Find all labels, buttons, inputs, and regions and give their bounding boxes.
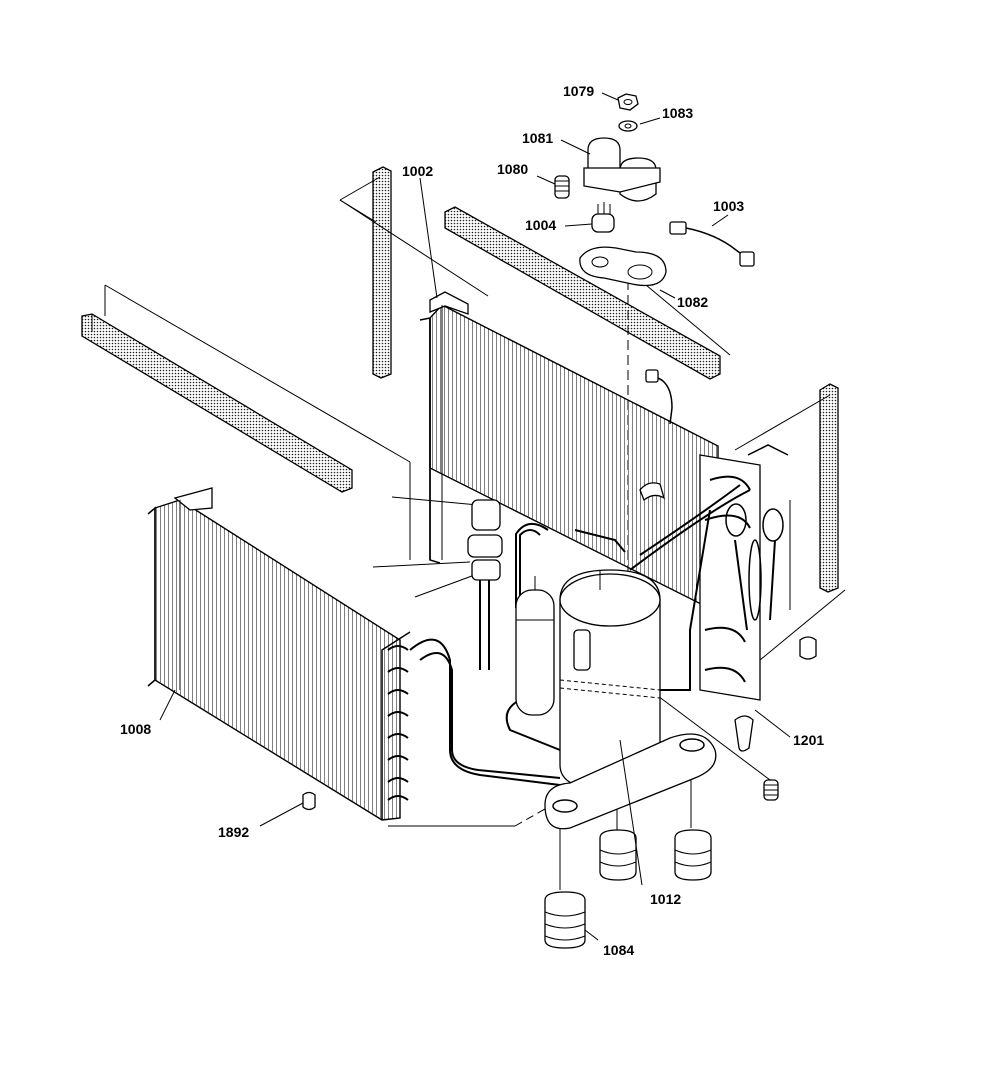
assembly-lines	[104, 176, 846, 890]
small-spring	[763, 779, 779, 801]
label-1012: 1012	[650, 891, 681, 907]
clip-right	[799, 636, 817, 660]
label-1082: 1082	[677, 294, 708, 310]
compressor	[559, 569, 661, 791]
pipe-fitting	[467, 499, 503, 581]
washer	[618, 120, 638, 132]
condenser-coil-front	[147, 487, 411, 821]
nut	[617, 93, 639, 111]
label-leaders	[159, 92, 791, 941]
insulation-strip-vertical-top	[372, 166, 392, 379]
spring	[554, 175, 570, 199]
clip-1892	[302, 791, 316, 811]
gasket	[579, 246, 667, 287]
label-1008: 1008	[120, 721, 151, 737]
grommet-right	[674, 829, 712, 881]
clip-top	[639, 482, 666, 502]
label-1004: 1004	[525, 217, 556, 233]
grommet-middle	[599, 829, 637, 881]
insulation-strip-top-diagonal	[444, 206, 721, 380]
label-1079: 1079	[563, 83, 594, 99]
terminal-cover	[583, 137, 661, 202]
label-1084: 1084	[603, 942, 634, 958]
insulation-strip-vertical-right	[819, 383, 839, 593]
label-1892: 1892	[218, 824, 249, 840]
label-1201: 1201	[793, 732, 824, 748]
label-1083: 1083	[662, 105, 693, 121]
wire-harness	[669, 221, 755, 267]
condenser-coil-rear	[419, 291, 719, 607]
part-labels: 1079 1083 1081 1080 1002 1003 1004 1082 …	[120, 83, 824, 958]
insulation-strip-left	[81, 313, 353, 493]
accumulator	[515, 576, 555, 716]
label-1081: 1081	[522, 130, 553, 146]
clip-1201	[734, 715, 754, 752]
overload-protector	[591, 202, 615, 233]
grommet-left	[544, 891, 586, 949]
coil-end-right	[699, 444, 789, 701]
label-1002: 1002	[402, 163, 433, 179]
sensor-wire	[645, 369, 673, 425]
label-1080: 1080	[497, 161, 528, 177]
label-1003: 1003	[713, 198, 744, 214]
compressor-base-plate	[544, 733, 717, 830]
